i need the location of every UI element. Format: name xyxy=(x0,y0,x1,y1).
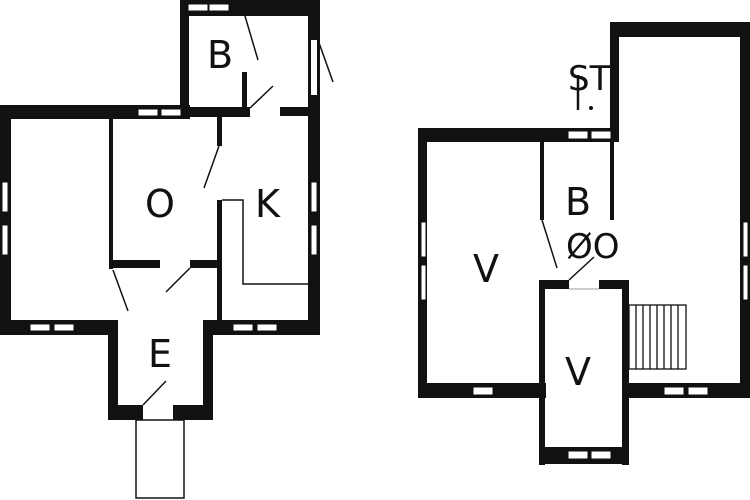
wall-v-top-left xyxy=(539,280,569,289)
wall-interior-1 xyxy=(109,119,113,269)
wall-bath-left xyxy=(540,142,544,220)
wall-entrance-right xyxy=(203,320,213,420)
window xyxy=(256,323,278,332)
window xyxy=(590,450,612,460)
window xyxy=(687,386,709,396)
kitchen-counter xyxy=(222,199,312,285)
wall-bath-left xyxy=(180,0,189,117)
entrance-steps xyxy=(135,419,185,499)
window xyxy=(567,450,589,460)
window xyxy=(160,108,182,117)
window xyxy=(472,386,494,396)
window xyxy=(567,130,589,140)
wall-bath-bottom xyxy=(180,107,250,117)
window xyxy=(742,264,749,301)
window xyxy=(310,224,318,256)
wall-o-bottom-left xyxy=(110,260,160,268)
left-doors xyxy=(112,15,334,499)
room-label-bath: B xyxy=(207,33,233,77)
window xyxy=(1,224,9,256)
wall-hall-bottom xyxy=(280,107,313,116)
left-windows xyxy=(1,3,318,332)
window xyxy=(137,108,159,117)
door-swing xyxy=(112,269,129,312)
door-swing xyxy=(249,85,274,109)
wall-tower-left xyxy=(610,22,619,142)
window xyxy=(208,3,230,12)
door-swing xyxy=(165,267,191,293)
window xyxy=(420,221,427,258)
window xyxy=(53,323,75,332)
wall-right xyxy=(740,22,750,398)
staircase[interactable] xyxy=(628,304,687,370)
wall-v-top-right xyxy=(599,280,629,289)
window xyxy=(310,181,318,213)
bath-fixture-symbol: ØO xyxy=(566,227,620,267)
room-label-kitchen: K xyxy=(255,182,281,226)
wall-o-k-top xyxy=(217,116,222,146)
wall-bath-partition xyxy=(242,72,247,112)
door-swing xyxy=(541,219,558,269)
window xyxy=(187,3,209,12)
right-doors xyxy=(541,219,599,290)
door-swing xyxy=(244,15,259,61)
door-swing xyxy=(568,256,595,281)
door-opening xyxy=(311,40,317,95)
room-label-stair: ST xyxy=(568,59,611,99)
window xyxy=(742,221,749,258)
stair-marker-dot xyxy=(589,106,593,110)
room-label-loft-left: V xyxy=(473,247,499,291)
wall-entrance-bottom-right xyxy=(173,405,213,420)
window xyxy=(1,181,9,213)
wall-left xyxy=(0,105,11,335)
room-label-loft-center: V xyxy=(565,350,591,394)
wall-o-bottom-right xyxy=(190,260,220,268)
window xyxy=(420,264,427,301)
wall-left xyxy=(418,128,427,398)
wall-top-right xyxy=(610,22,750,37)
window xyxy=(29,323,51,332)
door-swing xyxy=(317,39,334,83)
room-label-bath-2: B xyxy=(565,180,591,224)
door-swing xyxy=(142,380,167,406)
right-windows xyxy=(420,130,749,460)
room-label-bedroom: O xyxy=(145,182,175,226)
wall-entrance-bottom-left xyxy=(108,405,143,420)
door-swing xyxy=(203,145,220,189)
window xyxy=(590,130,612,140)
wall-v-left xyxy=(539,280,545,465)
room-label-entrance: E xyxy=(148,332,172,376)
wall-v-right xyxy=(622,280,629,465)
wall-entrance-left xyxy=(108,320,118,420)
wall-bath-right xyxy=(610,142,614,220)
window xyxy=(663,386,685,396)
window xyxy=(232,323,254,332)
